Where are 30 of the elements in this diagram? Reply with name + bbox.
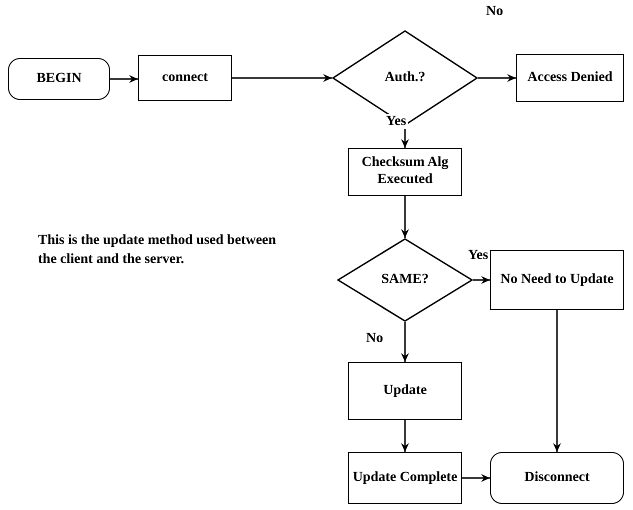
decision-diamond [332, 30, 478, 126]
process-box [348, 148, 462, 196]
process-box [348, 362, 462, 420]
node-text: Update [382, 382, 428, 400]
terminal-box [8, 58, 110, 100]
arrow [401, 322, 409, 362]
node-text: Disconnect [523, 470, 591, 486]
node-text: BEGIN [35, 70, 83, 88]
arrow [401, 196, 409, 238]
node-text: No Need to Update [499, 272, 615, 288]
process-box [348, 452, 462, 504]
process-box [516, 54, 624, 102]
node-text: SAME? [380, 272, 430, 288]
edge-label: Yes [384, 114, 408, 130]
node-text: Checksum Alg Executed [360, 155, 450, 189]
arrow [110, 75, 138, 83]
process-box [490, 250, 624, 310]
arrow [401, 420, 409, 452]
terminal-box [490, 452, 624, 504]
arrow [232, 74, 332, 82]
process-box [138, 55, 232, 101]
arrow [462, 474, 490, 482]
arrow [478, 74, 516, 82]
arrow [473, 276, 490, 284]
node-text: Access Denied [526, 70, 614, 86]
node-text: connect [161, 70, 209, 86]
arrow [553, 310, 561, 452]
note-text: This is the update method used between the client and the server. [38, 232, 278, 269]
node-text: Auth.? [384, 70, 426, 86]
node-text: Update Complete [352, 470, 458, 486]
